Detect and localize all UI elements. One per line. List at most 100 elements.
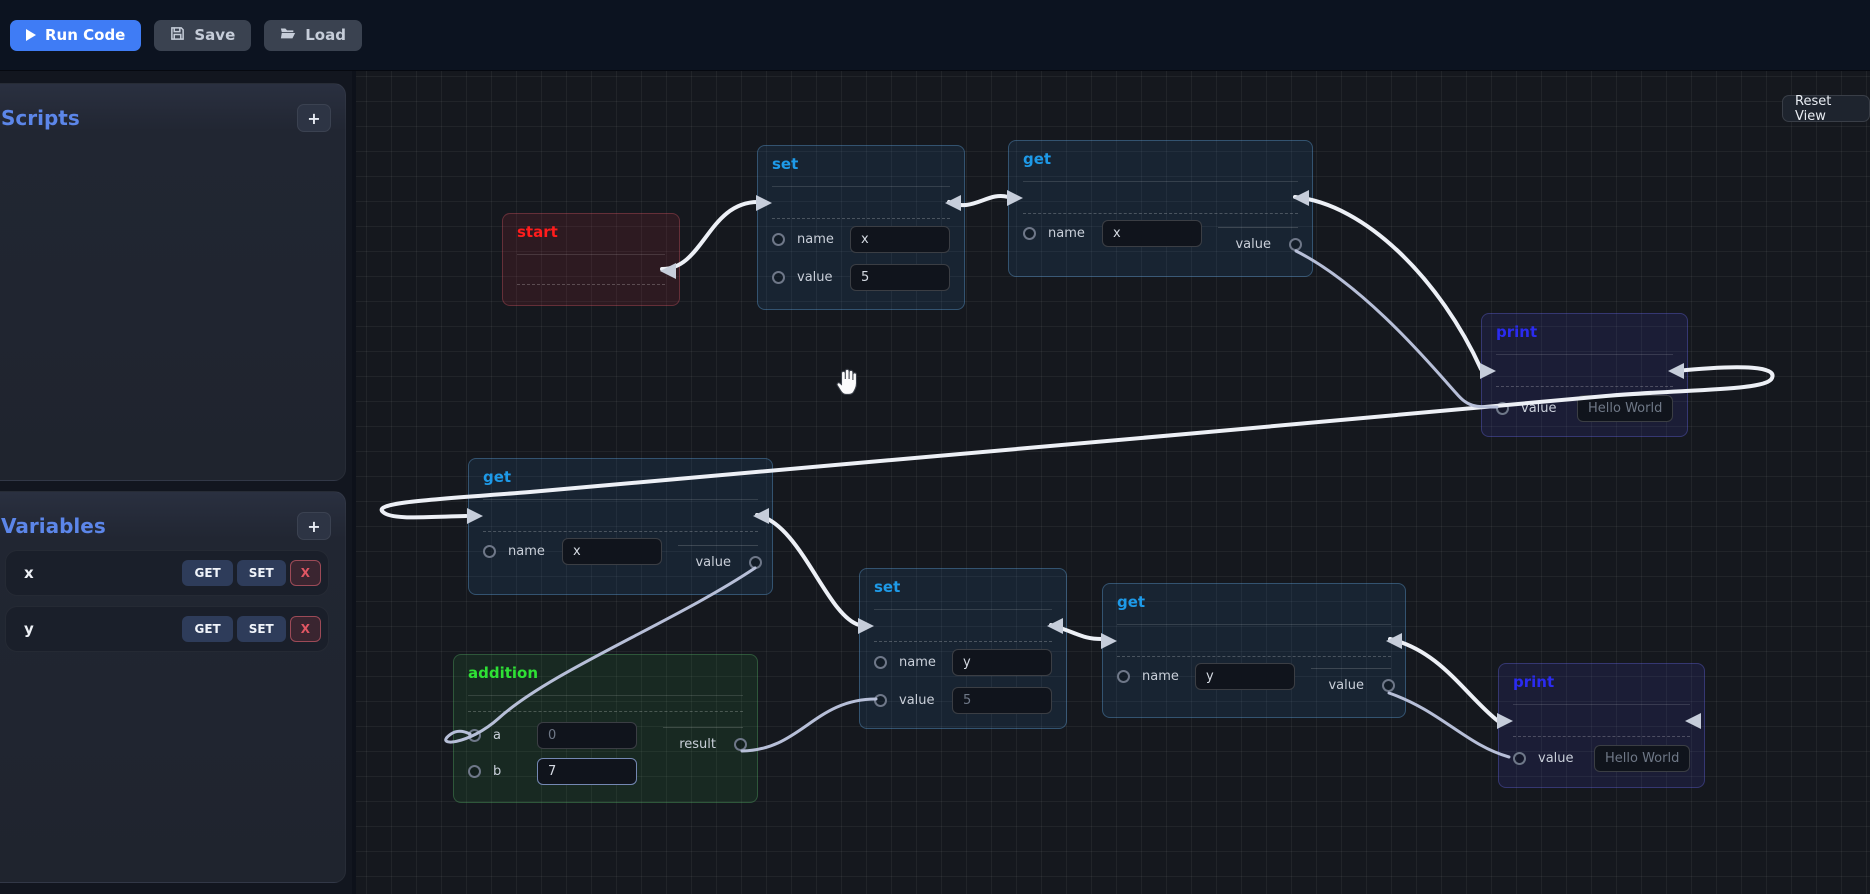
variable-name: x [24, 564, 34, 582]
variable-get-button[interactable]: GET [182, 616, 233, 642]
variable-set-button[interactable]: SET [236, 616, 286, 642]
save-label: Save [194, 26, 236, 44]
variable-delete-button[interactable]: X [289, 560, 321, 586]
variable-name: y [24, 620, 34, 638]
flow-output-arrow-icon[interactable] [1047, 618, 1063, 634]
value-field[interactable] [1594, 744, 1690, 772]
variable-row-y: y GET SET X [5, 606, 329, 652]
toolbar: Run Code Save Load [0, 0, 1870, 71]
open-folder-icon [280, 26, 296, 44]
input-port[interactable] [468, 764, 481, 778]
field-label: name [1142, 668, 1179, 684]
node-title: set [772, 155, 799, 173]
name-field[interactable] [952, 648, 1052, 676]
node-get-y[interactable]: get name value [1101, 583, 1406, 718]
name-field[interactable] [1195, 662, 1295, 690]
input-port[interactable] [1117, 669, 1130, 683]
flow-input-arrow-icon[interactable] [1480, 363, 1496, 379]
flow-input-arrow-icon[interactable] [1101, 633, 1117, 649]
node-get-x-mid[interactable]: get name value [467, 458, 773, 595]
input-port[interactable] [1513, 751, 1526, 765]
input-port[interactable] [1496, 401, 1509, 415]
hand-cursor-icon [834, 367, 861, 401]
node-addition[interactable]: addition a b result [453, 654, 758, 803]
node-print-top[interactable]: print value [1480, 313, 1688, 437]
node-get-x-top[interactable]: get name value [1007, 140, 1313, 277]
value-field[interactable] [850, 263, 950, 291]
flow-input-arrow-icon[interactable] [858, 618, 874, 634]
node-title: get [1117, 593, 1146, 611]
output-label: value [1328, 678, 1364, 693]
node-start[interactable]: start [502, 213, 680, 306]
field-label: name [797, 231, 834, 247]
field-label: value [899, 692, 935, 708]
wire-getx-value-to-print-value [1294, 249, 1499, 409]
input-port[interactable] [772, 270, 785, 284]
output-port[interactable] [1382, 679, 1395, 692]
node-title: print [1496, 323, 1538, 341]
wire-gety-to-print2 [1388, 637, 1500, 723]
flow-input-arrow-icon[interactable] [756, 195, 772, 211]
input-port[interactable] [874, 655, 887, 669]
run-code-label: Run Code [45, 26, 126, 44]
node-set-x[interactable]: set name value [756, 145, 965, 310]
input-port[interactable] [483, 544, 496, 558]
output-port[interactable] [734, 738, 747, 751]
input-port[interactable] [1023, 226, 1036, 240]
field-label: name [508, 543, 545, 559]
flow-input-arrow-icon[interactable] [1497, 713, 1513, 729]
output-label: value [695, 555, 731, 570]
scripts-panel: Scripts + [0, 83, 346, 481]
node-title: get [1023, 150, 1052, 168]
flow-input-arrow-icon[interactable] [467, 508, 483, 524]
add-variable-button[interactable]: + [297, 512, 331, 540]
input-port[interactable] [772, 232, 785, 246]
reset-view-button[interactable]: Reset View [1782, 94, 1870, 124]
a-field[interactable] [537, 721, 637, 749]
field-label: value [797, 269, 833, 285]
field-label: name [899, 654, 936, 670]
field-label: b [493, 763, 502, 779]
variable-row-x: x GET SET X [5, 550, 329, 596]
sidebar: Scripts + Variables + x GET SET X y GET … [0, 71, 352, 894]
variable-set-button[interactable]: SET [236, 560, 286, 586]
node-set-y[interactable]: set name value [858, 568, 1067, 729]
node-title: start [517, 223, 558, 241]
value-field[interactable] [1577, 394, 1673, 422]
node-title: set [874, 578, 901, 596]
node-title: addition [468, 664, 539, 682]
variable-delete-button[interactable]: X [289, 616, 321, 642]
flow-output-arrow-icon[interactable] [753, 508, 769, 524]
input-port[interactable] [874, 693, 887, 707]
node-title: get [483, 468, 512, 486]
flow-output-arrow-icon[interactable] [1668, 363, 1684, 379]
flow-output-arrow-icon[interactable] [660, 263, 676, 279]
save-button[interactable]: Save [154, 19, 252, 51]
field-label: name [1048, 225, 1085, 241]
load-button[interactable]: Load [264, 19, 362, 51]
flow-input-arrow-icon[interactable] [1007, 190, 1023, 206]
output-label: result [679, 737, 716, 752]
output-port[interactable] [1289, 238, 1302, 251]
b-field[interactable] [537, 757, 637, 785]
flow-output-arrow-icon[interactable] [1685, 713, 1701, 729]
flow-output-arrow-icon[interactable] [945, 195, 961, 211]
variable-get-button[interactable]: GET [182, 560, 233, 586]
node-title: print [1513, 673, 1555, 691]
wire-gety-value-to-print2-value [1387, 691, 1511, 759]
add-script-button[interactable]: + [297, 104, 331, 132]
node-canvas[interactable]: start set name value get name [356, 71, 1870, 894]
node-print-bottom[interactable]: print value [1497, 663, 1705, 788]
name-field[interactable] [1102, 219, 1202, 247]
variables-panel: Variables + x GET SET X y GET SET X [0, 491, 346, 883]
name-field[interactable] [850, 225, 950, 253]
output-port[interactable] [749, 556, 762, 569]
name-field[interactable] [562, 537, 662, 565]
flow-output-arrow-icon[interactable] [1293, 190, 1309, 206]
floppy-icon [170, 26, 185, 45]
input-port[interactable] [468, 728, 481, 742]
flow-output-arrow-icon[interactable] [1386, 633, 1402, 649]
run-code-button[interactable]: Run Code [10, 19, 142, 51]
value-field[interactable] [952, 686, 1052, 714]
scripts-title: Scripts [1, 106, 80, 130]
